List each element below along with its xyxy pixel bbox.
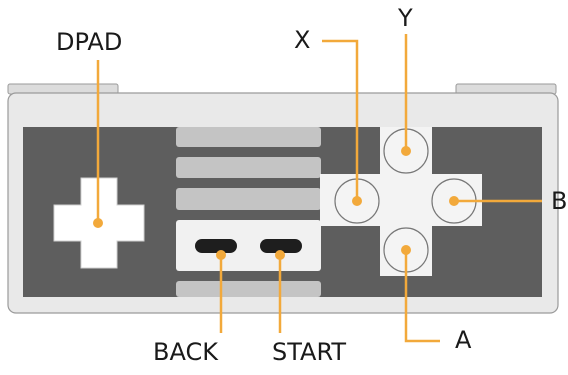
- start-label: START: [272, 338, 347, 366]
- a-callout-dot: [401, 245, 411, 255]
- dpad-label: DPAD: [56, 28, 123, 56]
- b-callout-dot: [449, 196, 459, 206]
- center-stripe-1: [176, 127, 321, 147]
- start-pill: [260, 239, 302, 253]
- y-label: Y: [398, 4, 413, 32]
- y-callout-dot: [401, 146, 411, 156]
- x-callout-dot: [352, 196, 362, 206]
- select-start-plate: [176, 220, 321, 271]
- center-stripe-3: [176, 188, 321, 210]
- back-pill: [195, 239, 237, 253]
- x-callout-line: [322, 39, 359, 201]
- start-callout-dot: [275, 250, 285, 260]
- x-label: X: [294, 26, 311, 54]
- callout-lines: [96, 34, 542, 343]
- face-button-plate: [320, 127, 482, 276]
- callout-dots: [93, 146, 459, 260]
- center-stripe-2: [176, 157, 321, 178]
- dpad-callout-dot: [93, 218, 103, 228]
- a-label: A: [455, 326, 472, 354]
- back-callout-dot: [216, 250, 226, 260]
- a-callout-line: [404, 250, 440, 343]
- back-label: BACK: [153, 338, 218, 366]
- center-stripe-4: [176, 281, 321, 297]
- b-label: B: [551, 187, 568, 215]
